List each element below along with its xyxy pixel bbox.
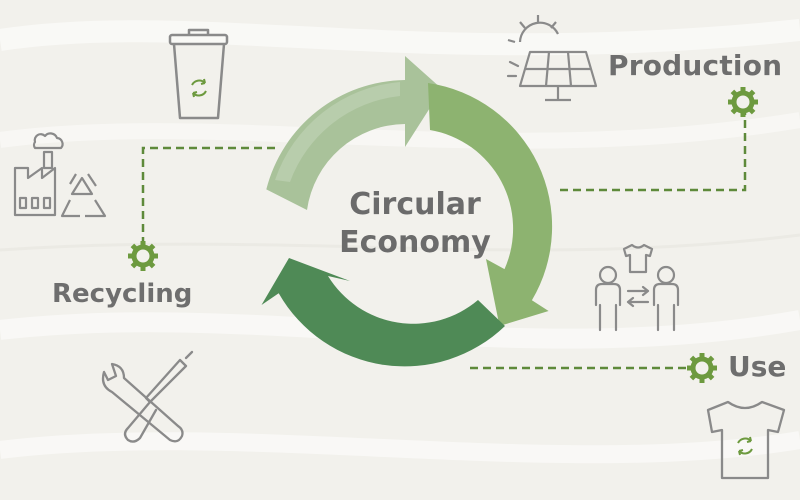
arrow-segment-light xyxy=(266,56,442,210)
gear-icon xyxy=(687,353,717,383)
center-title-line1: Circular xyxy=(349,187,481,222)
solar-panel-sun-icon xyxy=(506,15,598,102)
tools-wrench-screwdriver-icon xyxy=(101,350,194,443)
stage-label-production: Production xyxy=(608,49,783,82)
tshirt-recycle-icon xyxy=(706,400,786,480)
arrow-segment-mid xyxy=(428,83,553,326)
center-title-line2: Economy xyxy=(339,225,491,260)
trash-bin-recycle-icon xyxy=(168,28,229,120)
people-clothing-exchange-icon xyxy=(594,243,680,332)
gear-icon xyxy=(728,87,758,117)
arrow-segment-dark xyxy=(261,258,505,367)
cycle-arrows xyxy=(261,56,553,367)
connector-lines xyxy=(141,110,747,370)
stage-label-recycling: Recycling xyxy=(52,279,193,309)
stage-label-use: Use xyxy=(728,350,787,383)
connector-production xyxy=(560,110,747,192)
gear-icon xyxy=(128,241,158,271)
center-title: Circular Economy xyxy=(320,186,510,262)
factory-recycle-icon xyxy=(13,132,107,218)
arrow-gloss xyxy=(275,82,400,182)
connector-recycling xyxy=(141,146,275,245)
